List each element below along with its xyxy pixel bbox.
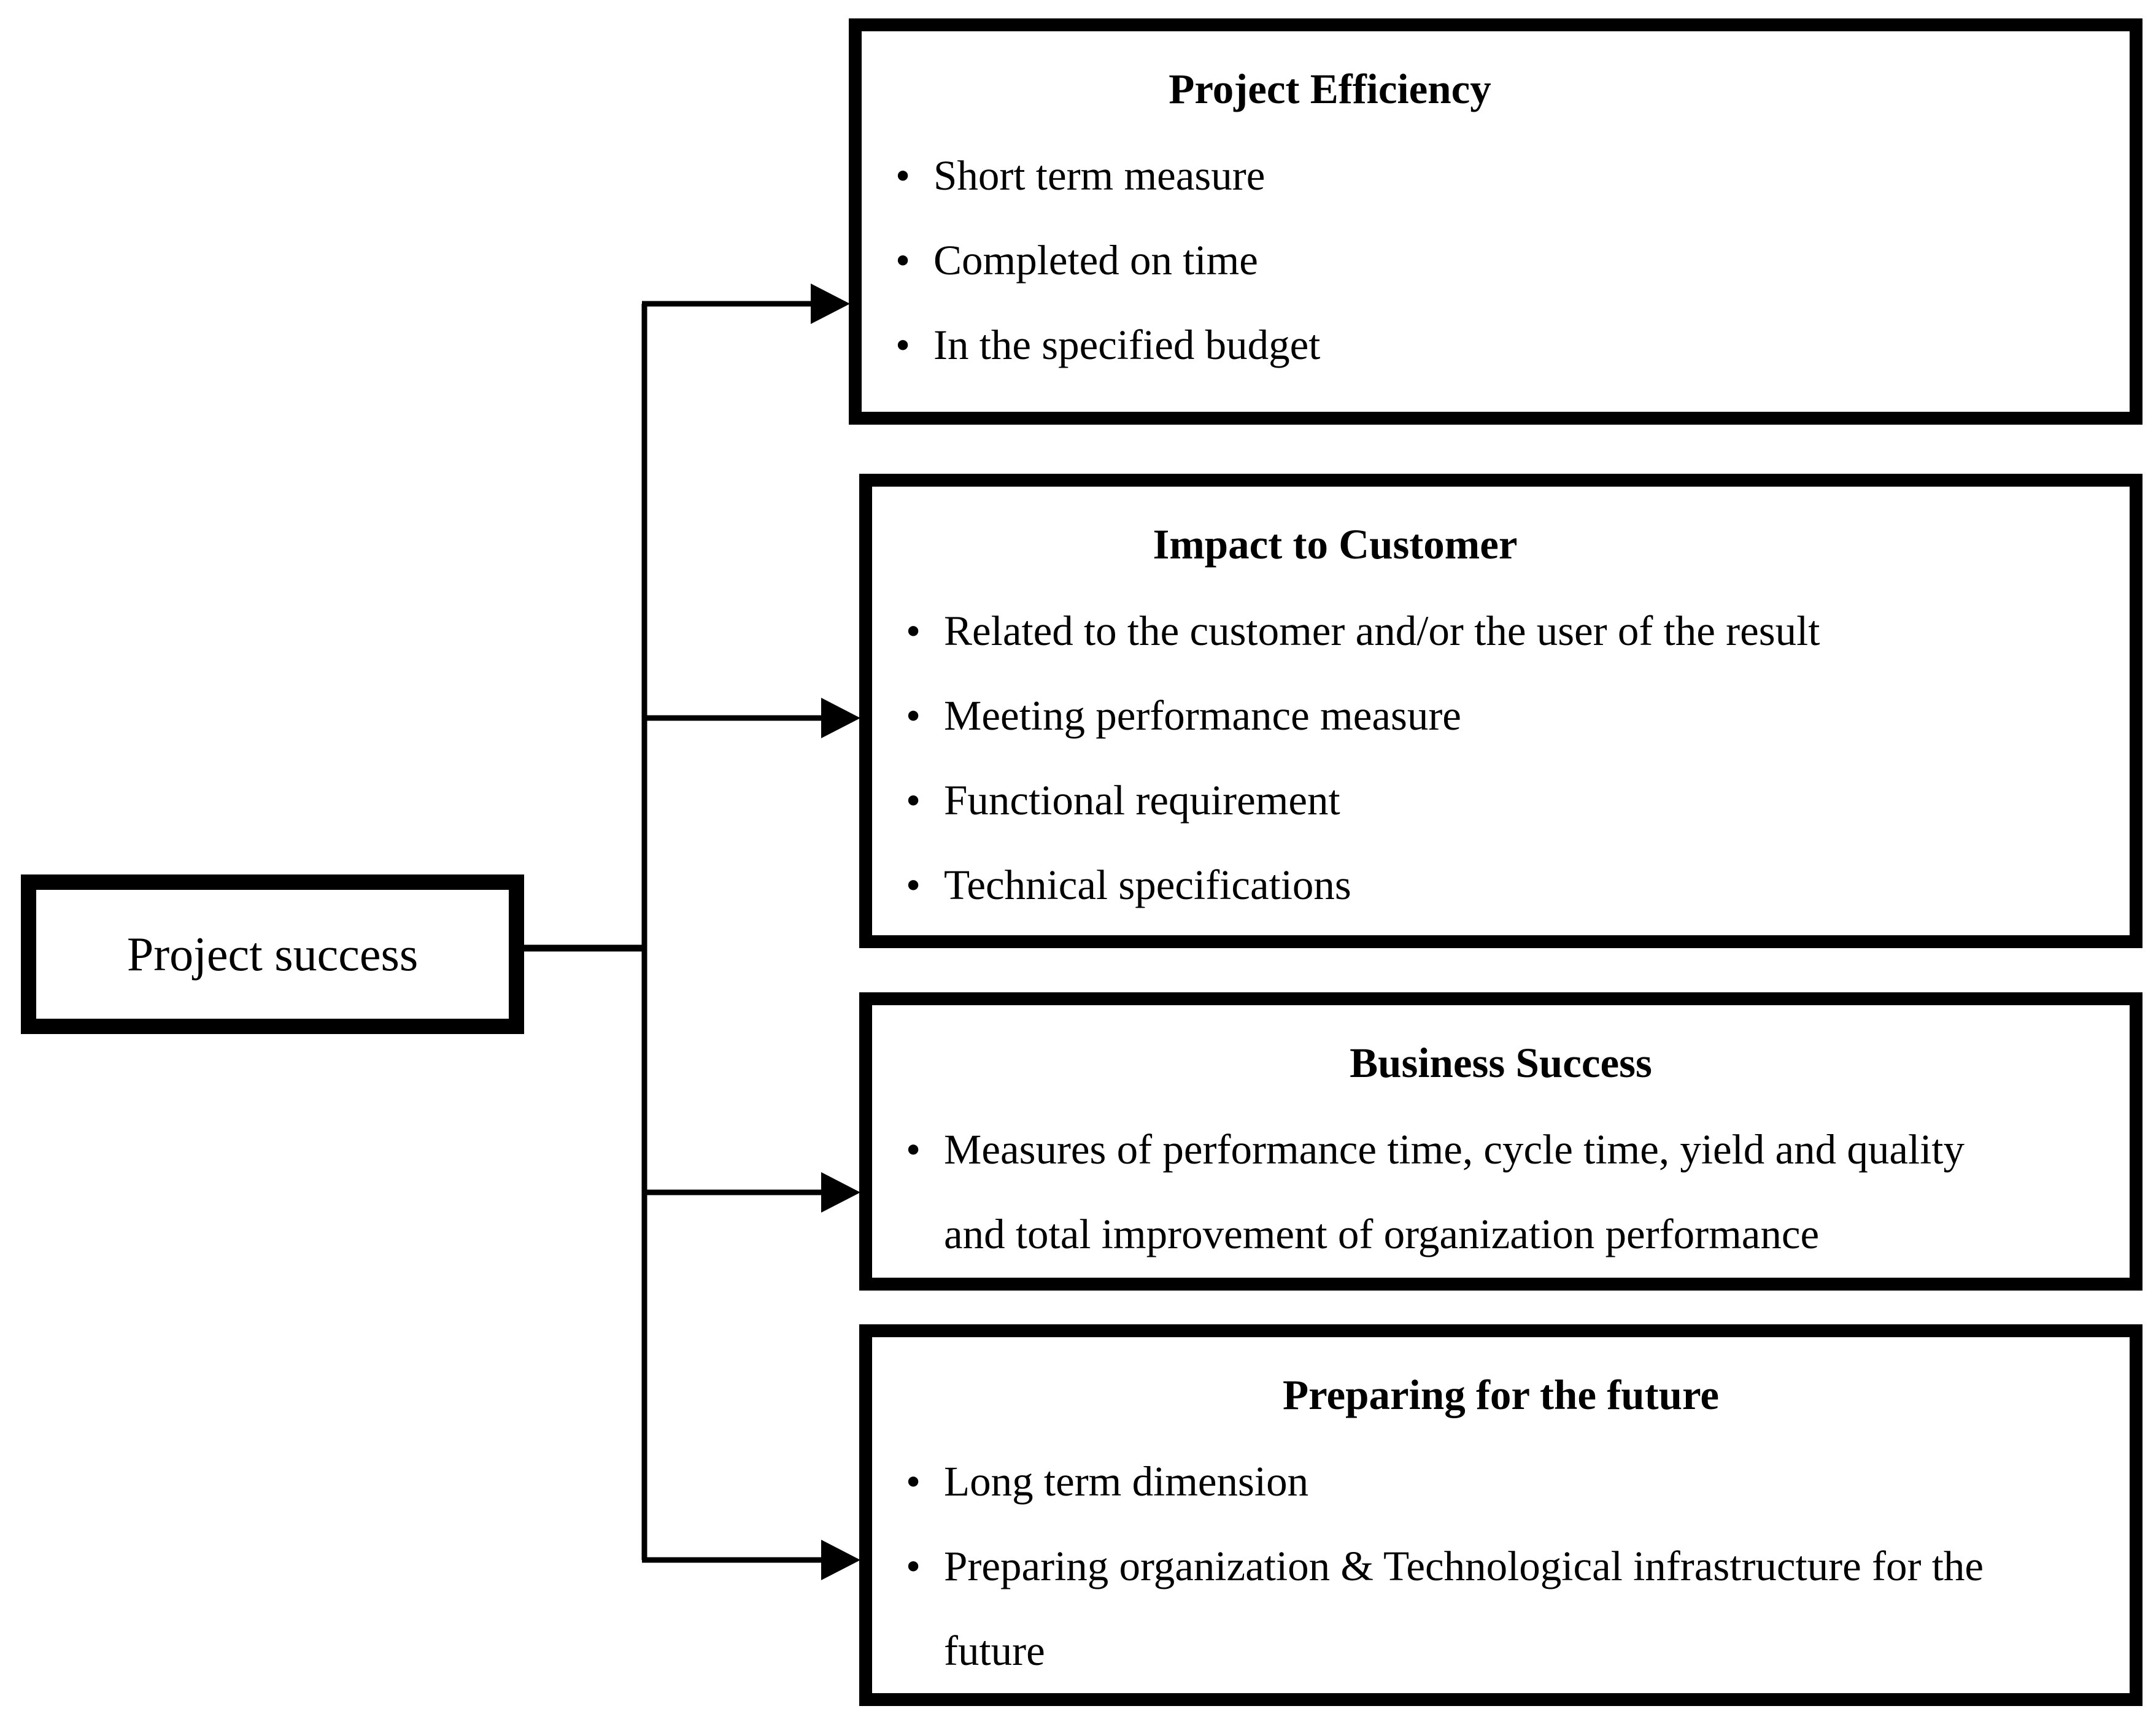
bullet-text: Measures of performance time, cycle time… xyxy=(944,1126,1965,1173)
list-item: • Preparing organization & Technological… xyxy=(906,1524,2105,1693)
bullet-icon: • xyxy=(906,777,921,824)
box-title: Impact to Customer xyxy=(1153,521,1518,568)
bullet-text: and total improvement of organization pe… xyxy=(944,1211,1820,1257)
arrow-to-impact-to-customer xyxy=(644,698,860,738)
bullet-list: • Long term dimension • Preparing organi… xyxy=(906,1439,2105,1693)
list-item: • Technical specifications xyxy=(906,843,2105,927)
list-item: • Functional requirement xyxy=(906,758,2105,843)
list-item: • Long term dimension xyxy=(906,1439,2105,1524)
arrowhead-icon xyxy=(811,284,850,324)
list-item: • Related to the customer and/or the use… xyxy=(906,589,2105,673)
bullet-icon: • xyxy=(895,237,911,284)
root-node-project-success: Project success xyxy=(21,874,524,1034)
bullet-icon: • xyxy=(906,1126,921,1173)
bullet-icon: • xyxy=(906,1458,921,1505)
bullet-list: • Short term measure • Completed on time… xyxy=(895,133,2105,387)
bullet-text: Related to the customer and/or the user … xyxy=(944,608,1820,654)
box-business-success: Business Success • Measures of performan… xyxy=(859,992,2142,1291)
bullet-text: Short term measure xyxy=(933,152,1265,199)
bullet-text: Long term dimension xyxy=(944,1458,1309,1505)
bullet-icon: • xyxy=(895,152,911,199)
box-project-efficiency: Project Efficiency • Short term measure … xyxy=(849,18,2142,425)
arrowhead-icon xyxy=(821,1540,860,1580)
box-title: Project Efficiency xyxy=(1169,66,1491,112)
box-impact-to-customer: Impact to Customer • Related to the cust… xyxy=(859,474,2142,948)
bullet-text: Technical specifications xyxy=(944,862,1351,908)
root-node-label: Project success xyxy=(126,927,419,981)
box-title: Preparing for the future xyxy=(1283,1372,1719,1418)
list-item: • In the specified budget xyxy=(895,303,2105,387)
list-item: • Measures of performance time, cycle ti… xyxy=(906,1107,2105,1276)
box-preparing-for-the-future: Preparing for the future • Long term dim… xyxy=(859,1324,2142,1706)
arrow-to-project-efficiency xyxy=(642,284,850,324)
bullet-text: Meeting performance measure xyxy=(944,692,1461,739)
arrowhead-icon xyxy=(821,698,860,738)
box-title: Business Success xyxy=(1350,1040,1652,1086)
bullet-text: In the specified budget xyxy=(933,322,1321,368)
bullet-text: Functional requirement xyxy=(944,777,1340,824)
bullet-text: future xyxy=(944,1627,1045,1674)
bullet-text: Preparing organization & Technological i… xyxy=(944,1543,1984,1589)
arrow-to-preparing-for-the-future xyxy=(642,1540,860,1580)
bullet-icon: • xyxy=(906,862,921,908)
list-item: • Short term measure xyxy=(895,133,2105,218)
bullet-icon: • xyxy=(906,608,921,654)
bullet-text: Completed on time xyxy=(933,237,1258,284)
bullet-list: • Related to the customer and/or the use… xyxy=(906,589,2105,927)
bullet-list: • Measures of performance time, cycle ti… xyxy=(906,1107,2105,1276)
bullet-icon: • xyxy=(906,692,921,739)
list-item: • Meeting performance measure xyxy=(906,673,2105,758)
bullet-icon: • xyxy=(895,322,911,368)
arrow-to-business-success xyxy=(644,1172,860,1213)
arrowhead-icon xyxy=(821,1172,860,1213)
bullet-icon: • xyxy=(906,1543,921,1589)
list-item: • Completed on time xyxy=(895,218,2105,303)
